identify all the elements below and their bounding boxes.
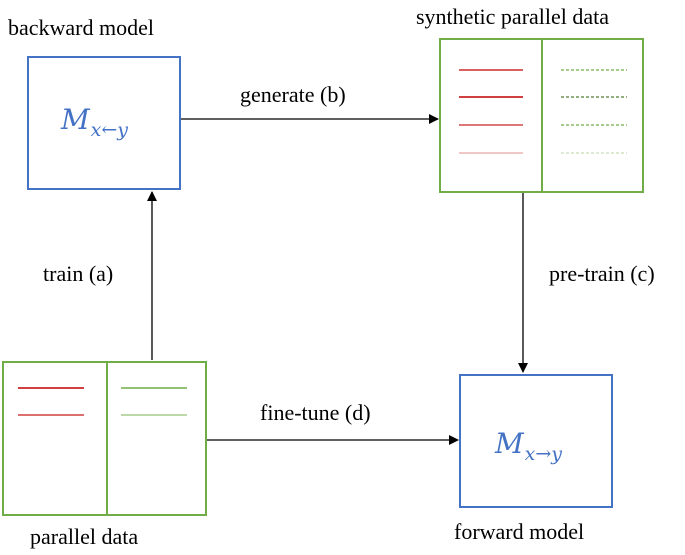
backward-model-box: Mx←y [27,56,181,190]
synthetic-data-divider [541,40,543,191]
forward-model-box: Mx→y [459,374,613,508]
train-label: train (a) [43,261,114,286]
parallel-data-divider [106,363,108,514]
forward-model-symbol: Mx→y [495,427,563,465]
pretrain-label: pre-train (c) [549,261,655,286]
parallel-data-title: parallel data [30,524,139,549]
forward-model-title: forward model [454,519,585,544]
backward-model-title: backward model [8,15,154,40]
parallel-data-lines [18,387,187,416]
parallel-data-box [2,361,207,516]
synthetic-data-title: synthetic parallel data [416,4,610,29]
backward-model-symbol: Mx←y [61,103,129,141]
synthetic-data-lines [459,69,627,154]
finetune-label: fine-tune (d) [260,400,371,425]
generate-label: generate (b) [240,82,346,107]
synthetic-data-box [439,38,644,193]
